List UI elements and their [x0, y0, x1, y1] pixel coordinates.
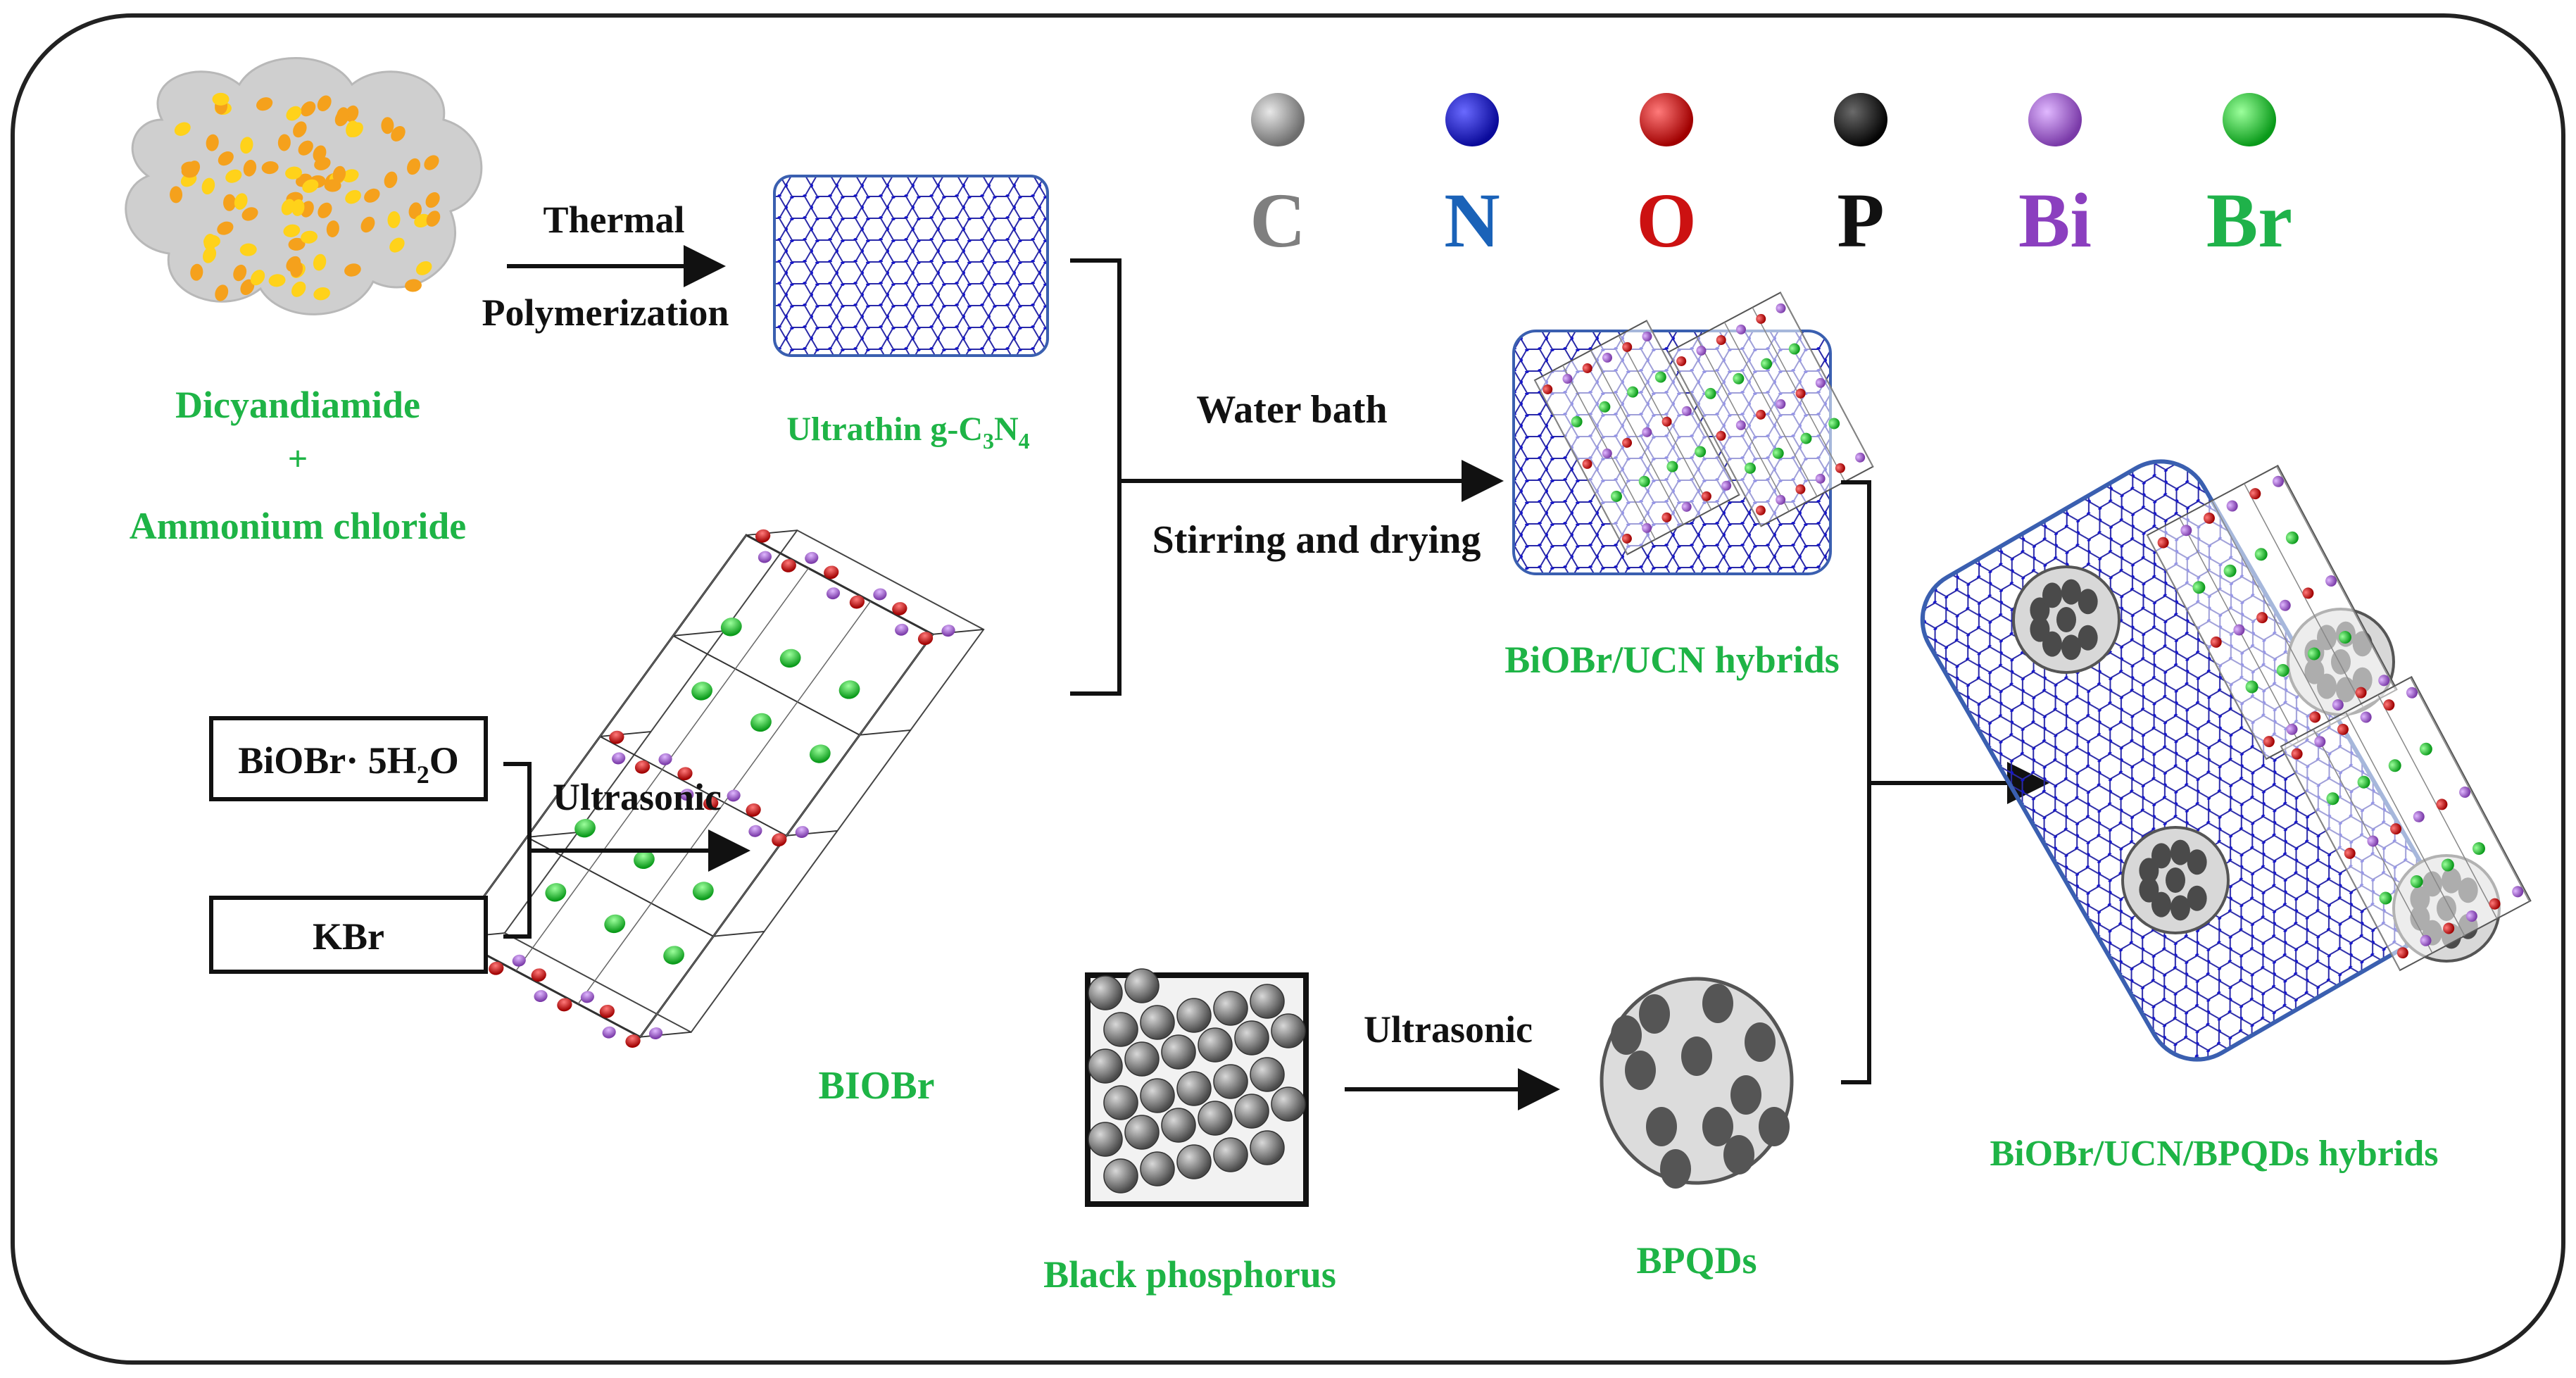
legend-symbol-p: P — [1837, 177, 1884, 263]
biobr-crystal-icon — [452, 529, 985, 1048]
legend-ball-bi — [2028, 93, 2082, 146]
black-phosphorus-label: Black phosphorus — [1043, 1253, 1336, 1296]
polymerization-label: Polymerization — [482, 292, 729, 334]
legend-ball-n — [1445, 93, 1499, 146]
merge-bracket-1 — [1070, 258, 1121, 696]
reagent-2-label: KBr — [313, 915, 384, 958]
precursor-label-1: Dicyandiamide — [175, 384, 420, 426]
stirring-label: Stirring and drying — [1152, 518, 1481, 562]
precursor-plus: + — [288, 439, 308, 478]
ucn-sheet — [773, 175, 1049, 357]
legend-symbol-bi: Bi — [2018, 177, 2092, 263]
legend-symbol-br: Br — [2206, 177, 2292, 263]
biobr-label: BIOBr — [819, 1064, 935, 1108]
element-legend: C N O P Bi Br — [1250, 93, 2292, 263]
bpqds-label: BPQDs — [1636, 1239, 1757, 1282]
legend-ball-c — [1251, 93, 1305, 146]
outer-frame — [11, 13, 2565, 1365]
final-hybrid-icon — [1920, 459, 2532, 1062]
legend-symbol-o: O — [1636, 177, 1697, 263]
bpqds-icon — [1600, 977, 1794, 1189]
legend-ball-o — [1640, 93, 1693, 146]
final-label: BiOBr/UCN/BPQDs hybrids — [1990, 1134, 2438, 1174]
legend-ball-br — [2223, 93, 2276, 146]
precursor-cloud-icon — [125, 57, 483, 315]
precursor-label-2: Ammonium chloride — [130, 505, 467, 547]
water-bath-label: Water bath — [1196, 388, 1387, 432]
merge-bracket-2 — [1841, 480, 1871, 1084]
biobr-ucn-label: BiOBr/UCN hybrids — [1504, 639, 1840, 681]
ucn-label: Ultrathin g-C3N4 — [786, 411, 1029, 453]
biobr-ucn-hybrid-icon — [1512, 292, 1874, 575]
legend-ball-p — [1834, 93, 1887, 146]
reagent-box-1 — [209, 716, 488, 801]
reagent-box-2 — [209, 896, 488, 974]
legend-symbol-n: N — [1444, 177, 1500, 263]
reagent-1-label: BiOBr· 5H2O — [238, 739, 459, 789]
legend-symbol-c: C — [1250, 177, 1305, 263]
ultrasonic-label-2: Ultrasonic — [1364, 1008, 1533, 1051]
black-phosphorus-icon — [1085, 968, 1309, 1207]
ultrasonic-label-1: Ultrasonic — [553, 776, 722, 818]
thermal-label: Thermal — [544, 199, 685, 241]
